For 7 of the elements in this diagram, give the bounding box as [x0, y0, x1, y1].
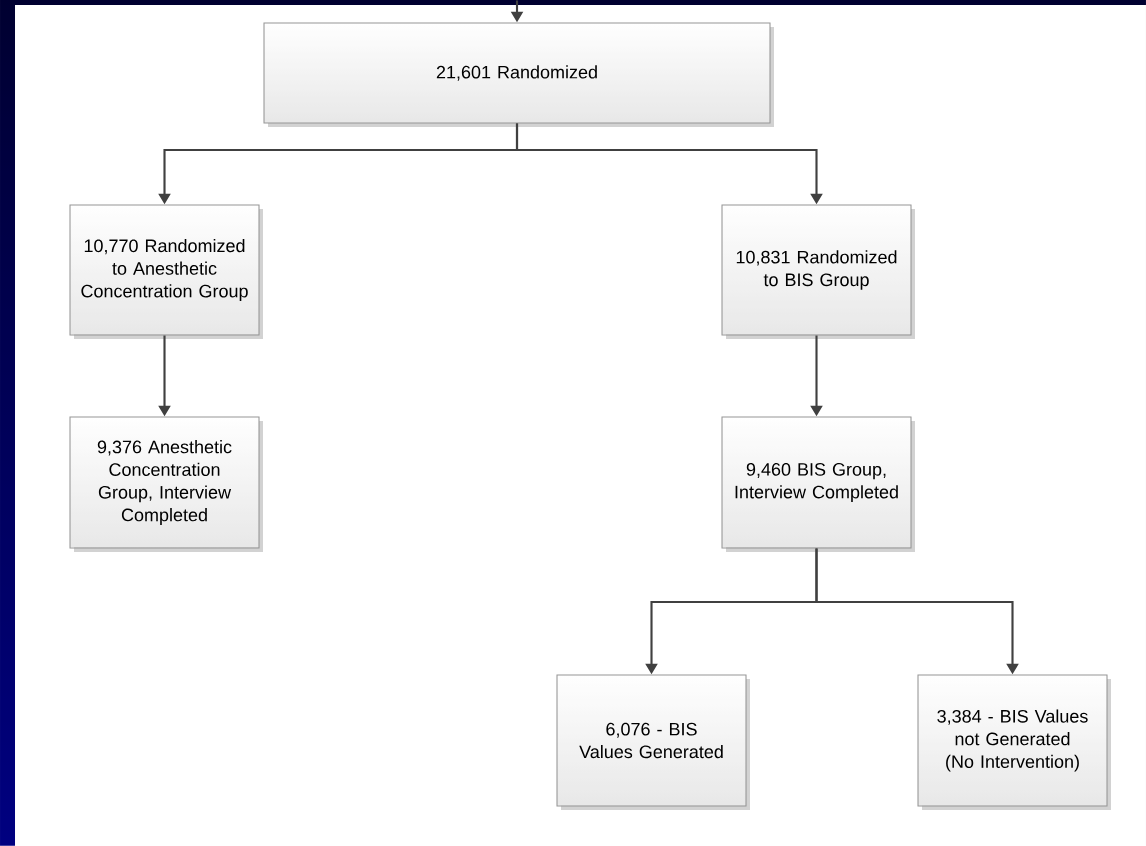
process-box: 9,460 BIS Group, Interview Completed	[721, 416, 915, 552]
process-box: 10,831 Randomized to BIS Group	[721, 204, 915, 339]
process-box: 21,601 Randomized	[263, 22, 774, 127]
process-box: 3,384 - BIS Values not Generated (No Intervention)	[917, 674, 1111, 810]
process-box: 10,770 Randomized to Anesthetic Concentration Group	[69, 204, 263, 339]
process-box: 6,076 - BIS Values Generated	[556, 674, 750, 810]
process-box: 9,376 Anesthetic Concentration Group, Interview Completed	[69, 416, 263, 552]
